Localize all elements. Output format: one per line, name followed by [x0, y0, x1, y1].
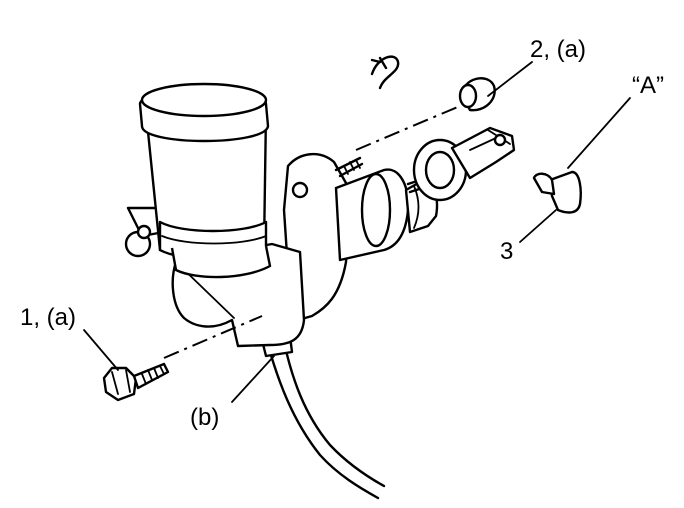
bolt-part — [102, 362, 170, 402]
fluid-pipe — [266, 340, 386, 500]
clevis-assembly — [412, 126, 516, 202]
nut-centerline — [355, 105, 461, 151]
bolt-centerline — [163, 315, 263, 359]
label-pipe: (b) — [190, 404, 220, 431]
flange-hole — [291, 181, 309, 199]
pin-part — [532, 170, 582, 214]
forward-arrow-icon — [370, 55, 400, 90]
nut-part — [458, 77, 496, 112]
reservoir-clip — [124, 206, 166, 258]
threaded-stud — [334, 156, 364, 178]
label-view-a: “A” — [632, 72, 664, 99]
label-bolt: 1, (a) — [20, 304, 77, 331]
label-pin: 3 — [500, 238, 514, 265]
label-nut: 2, (a) — [530, 36, 587, 63]
barrel-ring — [360, 172, 392, 248]
leader-lines — [83, 61, 631, 403]
fluid-reservoir — [138, 82, 272, 279]
